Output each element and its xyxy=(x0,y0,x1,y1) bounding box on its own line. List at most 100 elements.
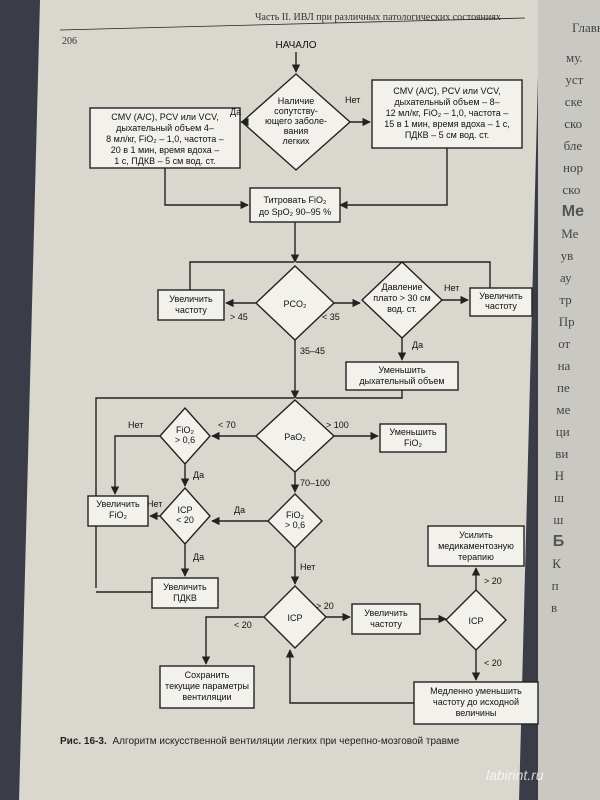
text-line: 20 в 1 мин, время вдоха – xyxy=(111,145,220,155)
label-gt100: > 100 xyxy=(326,420,349,430)
text-line: 12 мл/кг, FiO₂ – 1,0, частота – xyxy=(386,108,509,118)
text-line: Медленно уменьшить xyxy=(430,686,522,696)
label-lt35: < 35 xyxy=(322,312,340,322)
right-page-line: бле xyxy=(564,138,583,153)
text-line: дыхательный объем xyxy=(359,376,444,386)
text-line: 15 в 1 мин, время вдоха – 1 с, xyxy=(384,119,510,129)
text-line: до SpO₂ 90–95 % xyxy=(259,207,331,217)
text-line: CMV (A/C), PCV или VCV, xyxy=(111,112,219,122)
box-increase-peep xyxy=(151,577,219,609)
text-line: FiO₂ xyxy=(109,510,127,520)
text-line: частоту xyxy=(485,301,517,311)
box-cmv-with-lung-disease-text: CMV (A/C), PCV или VCV,дыхательный объем… xyxy=(106,112,224,166)
text-line: Увеличить xyxy=(364,608,408,618)
label-gt20-c: > 20 xyxy=(484,576,502,586)
box-decrease-fio2 xyxy=(379,423,447,453)
right-page-line: пе xyxy=(557,380,570,395)
decision-pao2-text: PaO₂ xyxy=(284,432,306,442)
label-70-100: 70–100 xyxy=(300,478,330,488)
right-page-line: ске xyxy=(565,94,583,109)
text-line: величины xyxy=(456,708,497,718)
text-line: плато > 30 см xyxy=(373,293,430,303)
text-line: Увеличить xyxy=(96,499,140,509)
label-yes-lung: Да xyxy=(230,107,241,117)
label-lt70: < 70 xyxy=(218,420,236,430)
right-page-line: му. xyxy=(566,50,583,65)
right-page-line: ау xyxy=(560,270,572,285)
text-line: Наличие xyxy=(278,96,315,106)
decision-icp-b xyxy=(263,585,327,649)
right-page-line: тр xyxy=(559,292,571,307)
text-line: ICP xyxy=(177,505,192,515)
svg-text:Рис. 16-3. Алгоритм иску: Рис. 16-3. Алгоритм искусственной вентил… xyxy=(60,736,460,747)
text-line: > 0,6 xyxy=(175,435,195,445)
label-no-plateau: Нет xyxy=(444,283,459,293)
decision-icp-b-text: ICP xyxy=(287,613,302,623)
text-line: ПДКВ xyxy=(173,593,197,603)
right-page-line: в xyxy=(551,600,557,615)
right-page-line: ме xyxy=(556,402,570,417)
decision-icp-a-text: ICP< 20 xyxy=(176,505,194,525)
label-35-45: 35–45 xyxy=(300,346,325,356)
text-line: частоту до исходной xyxy=(433,697,519,707)
right-page-line: ш xyxy=(553,512,563,527)
label-gt20-b: > 20 xyxy=(316,601,334,611)
label-no-lung: Нет xyxy=(345,95,360,105)
start-label: НАЧАЛО xyxy=(275,40,316,51)
right-page-line: Б xyxy=(553,533,565,550)
text-line: FiO₂ xyxy=(176,425,194,435)
caption-label: Рис. 16-3. xyxy=(60,736,107,747)
label-yes-fio2-b: Да xyxy=(234,505,245,515)
text-line: Давление xyxy=(382,282,423,292)
box-titrate-fio2 xyxy=(249,187,341,223)
text-line: FiO₂ xyxy=(286,510,304,520)
label-no-fio2-b: Нет xyxy=(300,562,315,572)
right-page-line: ви xyxy=(555,446,568,461)
text-line: сопутству- xyxy=(274,106,318,116)
watermark: labirint.ru xyxy=(486,767,544,783)
right-page-heading: Главн xyxy=(572,20,600,35)
text-line: < 20 xyxy=(176,515,194,525)
text-line: частоту xyxy=(175,305,207,315)
caption-text: Алгоритм искусственной вентиляции легких… xyxy=(113,736,460,747)
box-increase-fio2 xyxy=(87,495,149,527)
right-page-edge xyxy=(538,0,600,800)
label-yes-icp-a: Да xyxy=(193,552,204,562)
box-increase-rate-left xyxy=(157,289,225,321)
text-line: > 0,6 xyxy=(285,520,305,530)
text-line: Титровать FiO₂ xyxy=(263,195,327,205)
decision-lung-disease xyxy=(240,73,352,171)
page-number: 206 xyxy=(62,36,77,47)
text-line: вентиляции xyxy=(182,692,231,702)
text-line: Увеличить xyxy=(169,294,213,304)
right-page-text: му.устскескобленорскоМеМеуваутрПротнапем… xyxy=(551,50,584,615)
label-yes-plateau: Да xyxy=(412,340,423,350)
text-line: дыхательный объем 4– xyxy=(116,123,214,133)
text-line: легких xyxy=(282,136,310,146)
text-line: 8 мл/кг, FiO₂ – 1,0, частота – xyxy=(106,134,224,144)
text-line: частоту xyxy=(370,619,402,629)
text-line: CMV (A/C), PCV или VCV, xyxy=(393,86,501,96)
text-line: Увеличить xyxy=(479,291,523,301)
box-medication-therapy xyxy=(427,525,525,567)
text-line: терапию xyxy=(458,552,494,562)
text-line: Уменьшить xyxy=(389,427,437,437)
text-line: Уменьшить xyxy=(378,365,426,375)
right-page-line: от xyxy=(558,336,570,351)
right-page-line: ци xyxy=(556,424,570,439)
running-title: Часть II. ИВЛ при различных патологическ… xyxy=(255,12,501,23)
text-line: ющего заболе- xyxy=(265,116,327,126)
box-titrate-fio2-text: Титровать FiO₂ до SpO₂ 90–95 % xyxy=(259,195,331,217)
right-page-line: Ме xyxy=(561,226,578,241)
decision-fio2-b-text: FiO₂> 0,6 xyxy=(285,510,305,530)
